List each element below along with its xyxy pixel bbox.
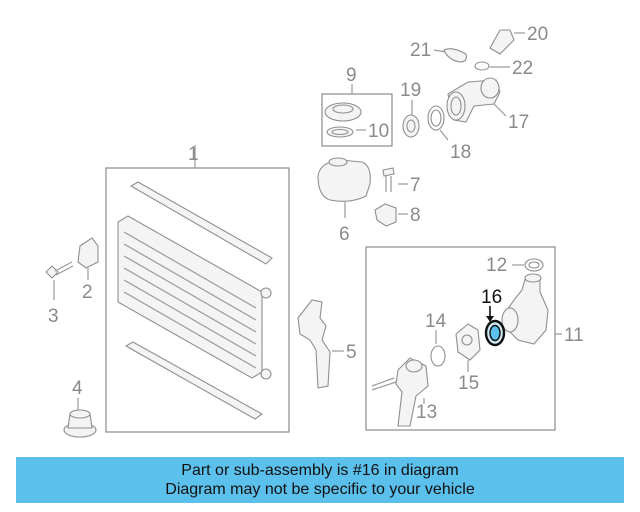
callout-2: 2 xyxy=(82,282,93,303)
part-2-bracket xyxy=(77,237,99,280)
callout-14: 14 xyxy=(425,311,447,332)
callout-11: 11 xyxy=(564,325,584,346)
callout-3: 3 xyxy=(48,306,59,327)
part-7-bolt xyxy=(382,167,408,192)
info-banner: Part or sub-assembly is #16 in diagram D… xyxy=(16,457,624,503)
callout-21: 21 xyxy=(410,40,431,61)
callout-20: 20 xyxy=(527,24,548,45)
part-3-bolt xyxy=(45,261,74,300)
part-21-gasket xyxy=(433,48,467,63)
callout-1: 1 xyxy=(188,144,199,165)
callout-22: 22 xyxy=(512,58,533,79)
callout-7: 7 xyxy=(410,175,421,196)
callout-18: 18 xyxy=(450,142,471,163)
radiator-assembly xyxy=(105,145,290,433)
callout-15: 15 xyxy=(458,373,479,394)
part-5-air-duct xyxy=(297,299,344,389)
part-9-cap-assembly xyxy=(321,84,393,147)
part-20-temperature-sensor xyxy=(489,29,525,55)
part-17-coolant-flange xyxy=(446,77,507,123)
banner-line-2: Diagram may not be specific to your vehi… xyxy=(165,481,475,498)
callout-12: 12 xyxy=(486,255,507,276)
callout-5: 5 xyxy=(346,342,357,363)
thermostat-housing-assembly xyxy=(365,246,562,431)
parts-diagram: 1 2 3 4 5 6 7 8 9 10 11 12 13 14 15 16 1… xyxy=(45,24,584,438)
callout-19: 19 xyxy=(400,80,421,101)
callout-8: 8 xyxy=(410,205,421,226)
part-19-seal xyxy=(402,100,420,138)
part-18-o-ring xyxy=(427,105,449,141)
callout-4: 4 xyxy=(72,378,83,399)
part-22-o-ring xyxy=(474,61,510,71)
part-6-coolant-reservoir xyxy=(317,157,371,218)
callout-17: 17 xyxy=(508,112,529,133)
banner-line-1: Part or sub-assembly is #16 in diagram xyxy=(181,462,459,479)
callout-6: 6 xyxy=(339,224,350,245)
callout-10: 10 xyxy=(368,121,389,142)
callout-16: 16 xyxy=(481,287,502,308)
part-4-mount xyxy=(63,398,97,438)
callout-9: 9 xyxy=(346,65,357,86)
callout-13: 13 xyxy=(416,402,437,423)
part-8-clip xyxy=(374,203,408,227)
